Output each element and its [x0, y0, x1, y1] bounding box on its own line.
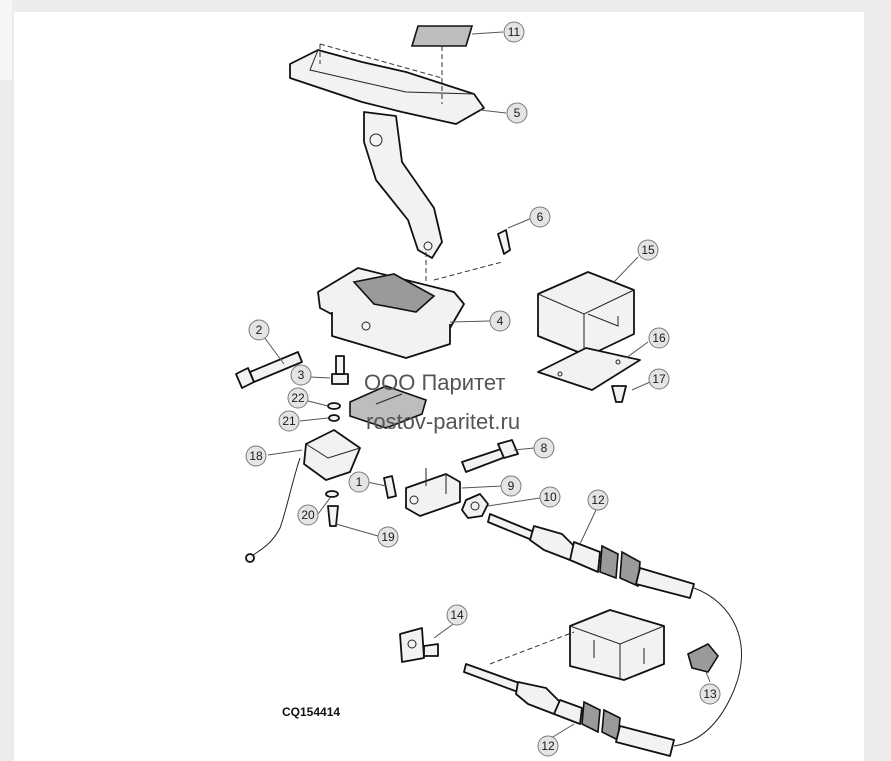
callout-10: 10 — [539, 486, 561, 508]
callout-12-upper: 12 — [587, 489, 609, 511]
svg-text:10: 10 — [543, 490, 557, 504]
mounting-box-part — [569, 609, 665, 681]
screw-17-part — [611, 385, 627, 403]
leader-lines — [263, 31, 711, 741]
svg-text:14: 14 — [450, 608, 464, 622]
callout-1: 1 — [348, 471, 370, 493]
svg-text:16: 16 — [652, 331, 666, 345]
callout-3: 3 — [290, 364, 312, 386]
callout-22: 22 — [287, 387, 309, 409]
bolt-8-part — [461, 439, 519, 473]
plate-part — [537, 347, 641, 391]
callout-15: 15 — [637, 239, 659, 261]
cover-part — [537, 271, 635, 357]
svg-text:20: 20 — [301, 508, 315, 522]
pedal-pad-part — [410, 25, 474, 47]
cable-upper-part — [487, 513, 743, 747]
spacer-block-part — [349, 385, 427, 429]
housing-part — [317, 267, 465, 359]
callout-13: 13 — [699, 683, 721, 705]
svg-text:22: 22 — [291, 391, 305, 405]
svg-text:6: 6 — [537, 210, 544, 224]
svg-text:2: 2 — [256, 323, 263, 337]
callout-12-lower: 12 — [537, 735, 559, 757]
washer-21-part — [328, 414, 340, 422]
washer-22-part — [327, 402, 341, 410]
pedal-part — [289, 43, 485, 259]
svg-text:4: 4 — [497, 314, 504, 328]
svg-text:21: 21 — [282, 414, 296, 428]
drawing-code-label: CQ154414 — [282, 705, 341, 719]
diagram-sheet: 11 5 6 15 4 2 16 3 17 22 21 8 18 1 9 10 … — [14, 12, 864, 761]
svg-text:18: 18 — [249, 449, 263, 463]
callout-11: 11 — [503, 21, 525, 43]
switch-part — [245, 429, 361, 563]
callout-21: 21 — [278, 410, 300, 432]
callout-8: 8 — [533, 437, 555, 459]
bolt-2-part — [235, 351, 303, 389]
parts-diagram: 11 5 6 15 4 2 16 3 17 22 21 8 18 1 9 10 … — [235, 21, 743, 757]
watermark-company: ООО Паритет — [364, 370, 506, 395]
clevis-part — [405, 468, 461, 517]
cable-lower-part — [463, 631, 675, 757]
nut-part — [461, 493, 489, 519]
callout-19: 19 — [377, 526, 399, 548]
callout-6: 6 — [529, 206, 551, 228]
pin-1-part — [383, 475, 397, 499]
svg-text:17: 17 — [652, 372, 666, 386]
svg-text:5: 5 — [514, 106, 521, 120]
callout-17: 17 — [648, 368, 670, 390]
callout-14: 14 — [446, 604, 468, 626]
svg-text:8: 8 — [541, 441, 548, 455]
pin-part — [497, 229, 511, 255]
callout-20: 20 — [297, 504, 319, 526]
svg-text:11: 11 — [508, 25, 521, 39]
svg-text:19: 19 — [381, 530, 395, 544]
watermark-website: rostov-paritet.ru — [366, 409, 521, 434]
svg-text:13: 13 — [703, 687, 717, 701]
svg-text:3: 3 — [298, 368, 305, 382]
svg-text:1: 1 — [356, 475, 363, 489]
washer-20-part — [325, 490, 339, 498]
callout-2: 2 — [248, 319, 270, 341]
callout-9: 9 — [500, 475, 522, 497]
clip-part — [687, 643, 719, 673]
bracket-part — [399, 627, 439, 663]
svg-text:9: 9 — [508, 479, 515, 493]
screw-3-part — [331, 355, 349, 385]
svg-text:12: 12 — [591, 493, 605, 507]
callout-5: 5 — [506, 102, 528, 124]
page-edge-strip — [0, 0, 12, 80]
callout-16: 16 — [648, 327, 670, 349]
svg-text:15: 15 — [641, 243, 655, 257]
screw-19-part — [327, 505, 339, 527]
callout-4: 4 — [489, 310, 511, 332]
svg-text:12: 12 — [541, 739, 555, 753]
callout-18: 18 — [245, 445, 267, 467]
